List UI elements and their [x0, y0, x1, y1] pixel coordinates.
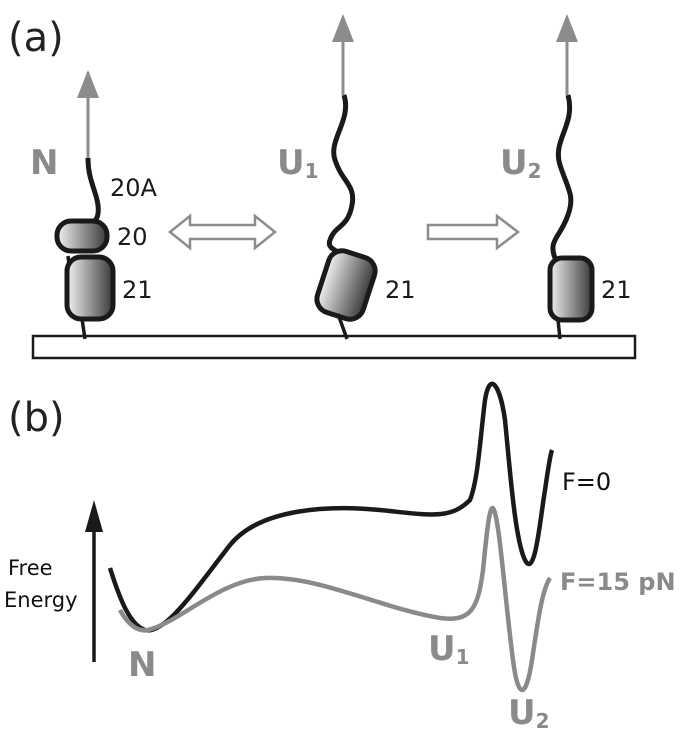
anchor-u1 — [336, 313, 349, 340]
domain-21-shape-n — [64, 254, 116, 322]
domain-20a-label: 20A — [110, 174, 157, 202]
panel-b-label: (b) — [8, 395, 65, 441]
force-arrow-head — [332, 14, 354, 42]
state-u2-label: U2 — [500, 143, 542, 183]
force-arrow-head — [77, 70, 99, 98]
curve-f0-label: F=0 — [562, 468, 612, 496]
force-arrow-head — [556, 14, 578, 42]
curve-f15 — [118, 505, 552, 693]
minimum-n-label: N — [128, 645, 157, 685]
anchor-u2 — [556, 319, 562, 340]
domain-21-shape-u2 — [547, 255, 595, 323]
panel-a-label: (a) — [8, 15, 64, 61]
right-arrow-icon — [426, 213, 521, 251]
anchor-n — [80, 318, 87, 340]
energy-axis-arrow-icon — [85, 500, 103, 532]
panel-b — [85, 381, 555, 693]
minimum-u2-base: U — [508, 693, 536, 733]
state-u1-molecule — [314, 14, 378, 340]
unfolded-chain-u2 — [550, 94, 574, 259]
double-arrow-icon — [167, 213, 278, 251]
unfolded-chain-u1 — [326, 94, 356, 260]
domain-20-shape — [54, 218, 110, 254]
minimum-u1-label: U1 — [428, 629, 470, 669]
domain-21-label-n: 21 — [122, 276, 153, 304]
state-u1-base: U — [277, 143, 305, 183]
curve-f0 — [107, 381, 555, 633]
state-u1-label: U1 — [277, 143, 319, 183]
minimum-u1-sub: 1 — [455, 645, 470, 669]
curve-f15-label: F=15 pN — [560, 568, 676, 596]
state-u1-sub: 1 — [304, 159, 319, 183]
domain-21-label-u2: 21 — [601, 276, 632, 304]
state-u2-molecule — [547, 14, 595, 340]
axis-label-free: Free — [8, 556, 53, 580]
state-n-label: N — [30, 143, 59, 183]
minimum-u2-label: U2 — [508, 693, 550, 733]
domain-21-label-u1: 21 — [385, 276, 416, 304]
minimum-u2-sub: 2 — [535, 709, 550, 733]
state-u2-sub: 2 — [527, 159, 542, 183]
panel-a — [31, 14, 637, 360]
state-n-molecule — [54, 70, 116, 340]
axis-label-energy: Energy — [4, 588, 78, 612]
surface-bar — [31, 334, 637, 360]
minimum-u1-base: U — [428, 629, 456, 669]
domain-20-label: 20 — [117, 223, 148, 251]
state-u2-base: U — [500, 143, 528, 183]
domain-21-shape-u1 — [314, 248, 378, 322]
